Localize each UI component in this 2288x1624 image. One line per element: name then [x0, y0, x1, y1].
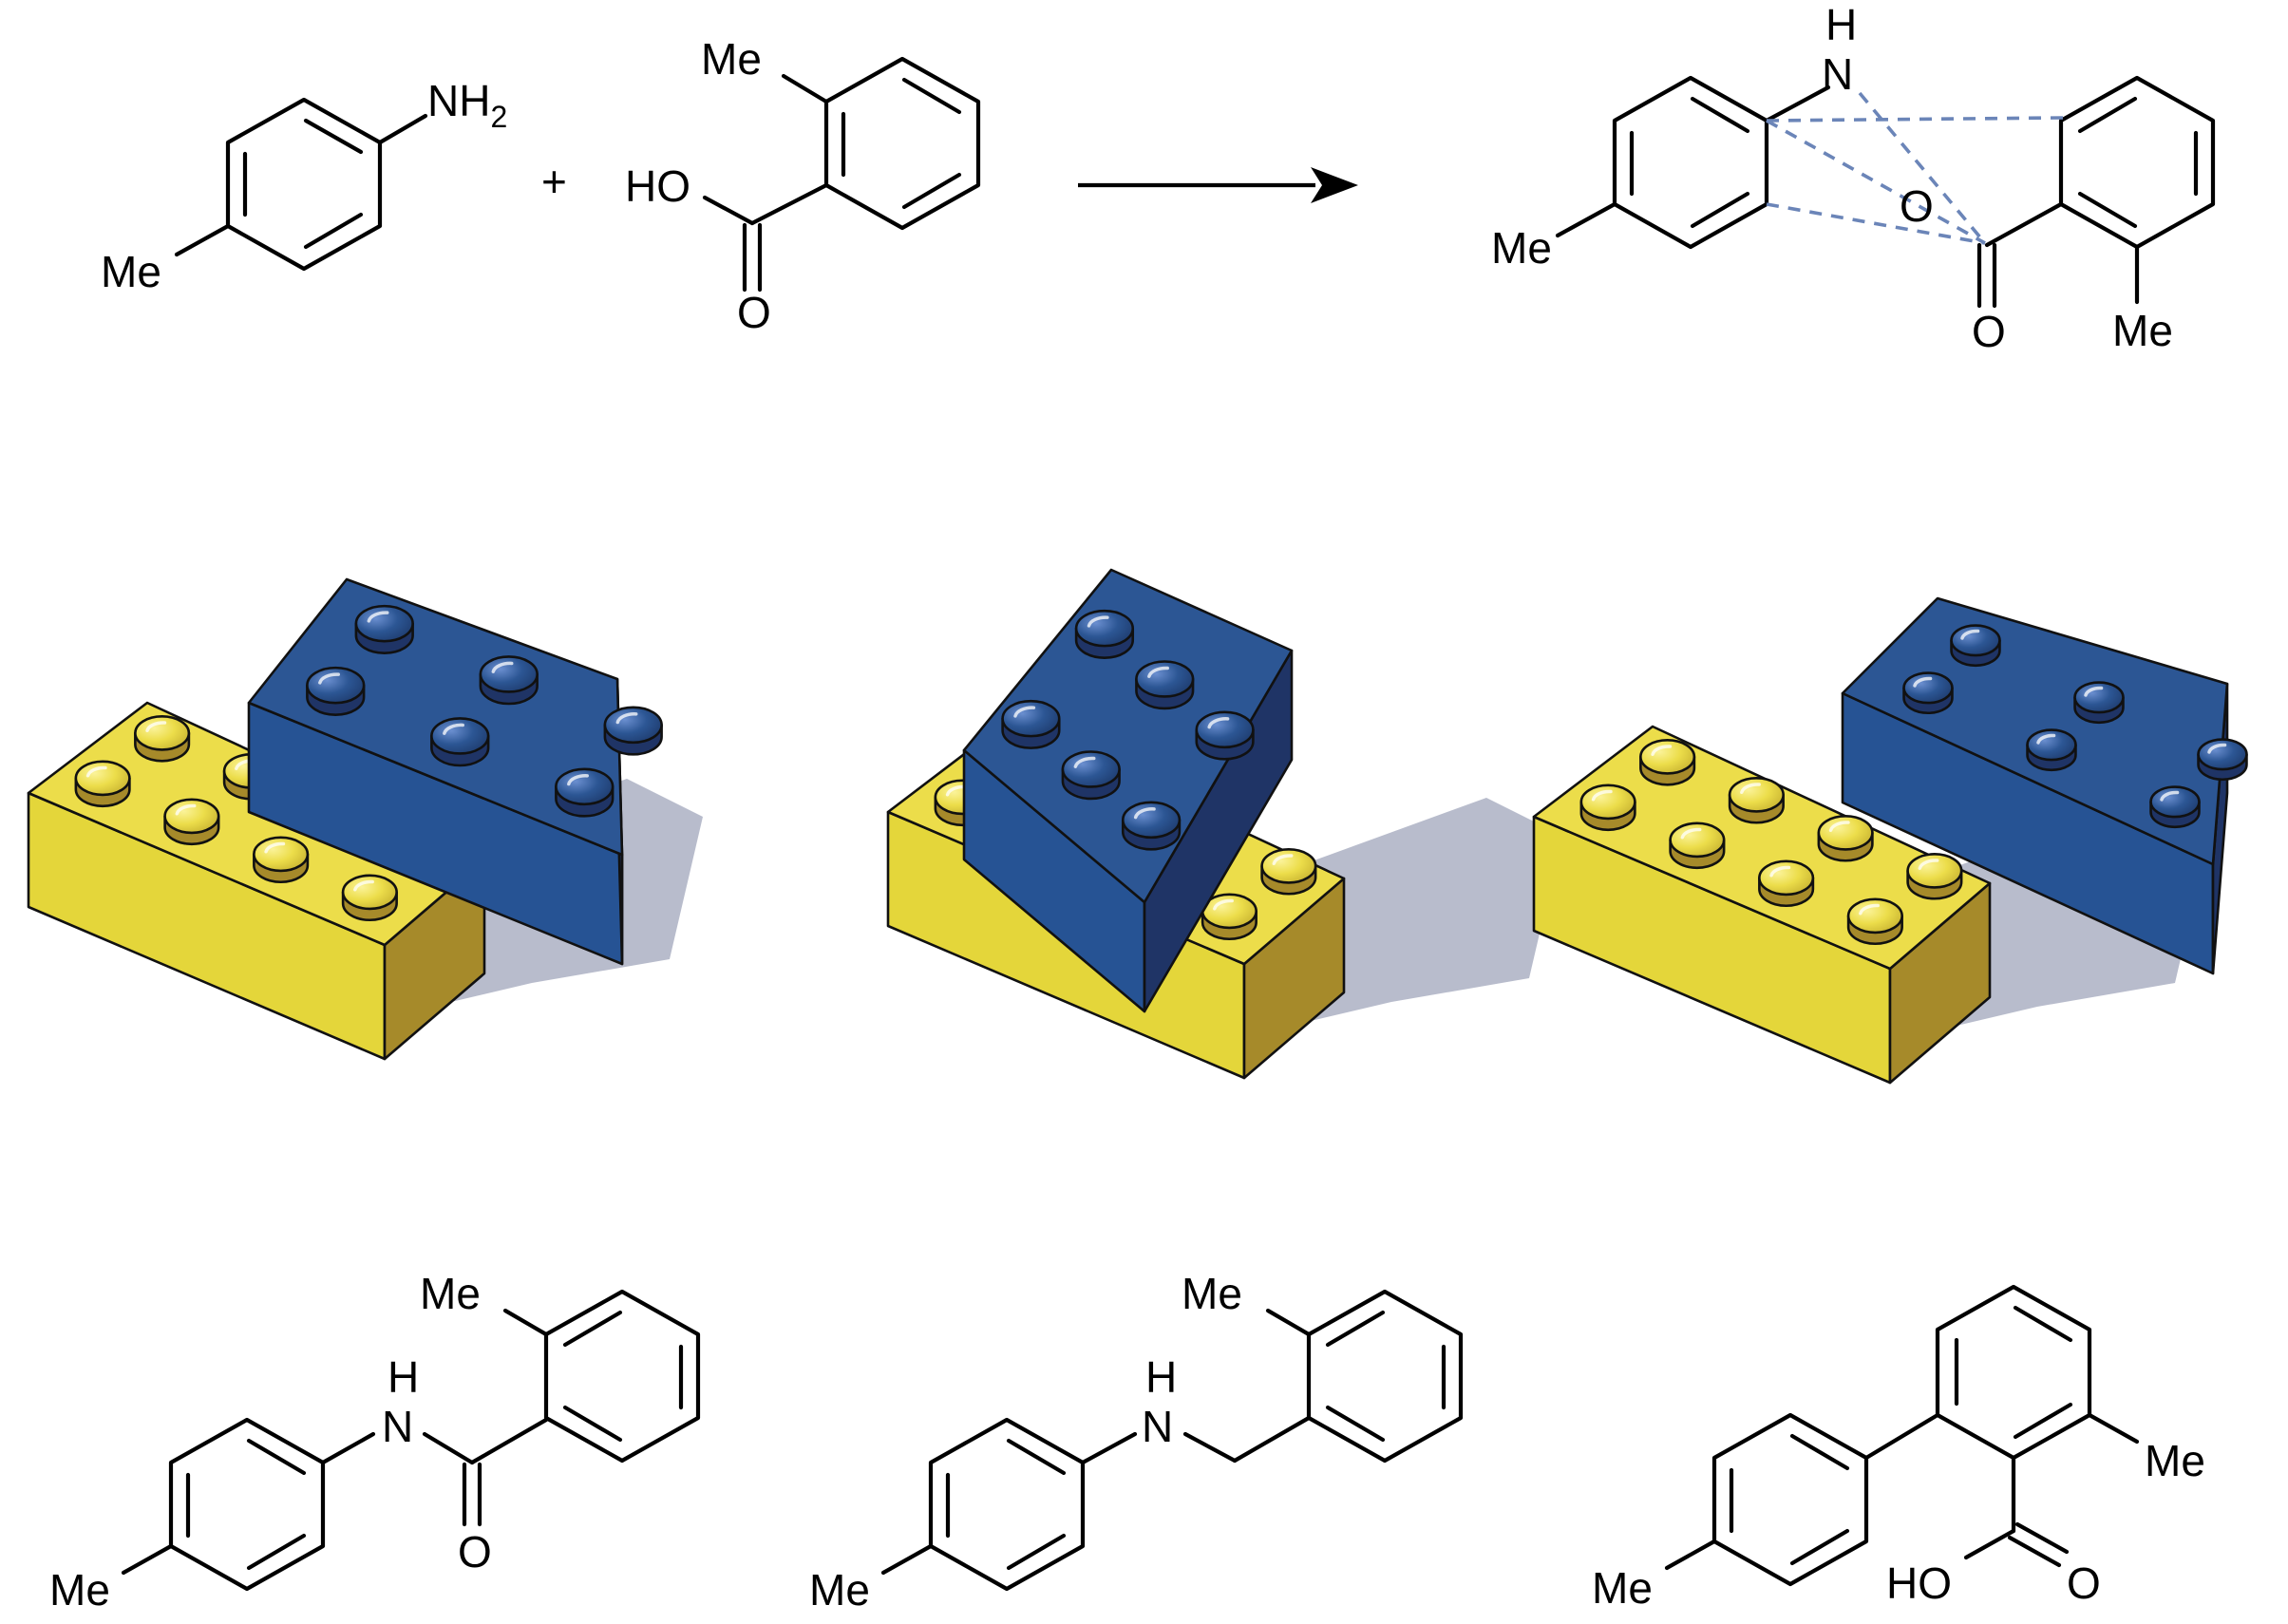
yellow-brick	[27, 701, 486, 1061]
amine-nh2-label: NH2	[427, 76, 507, 134]
yellow-brick	[1532, 725, 1992, 1085]
amine-methyl-label: Me	[101, 247, 161, 296]
biaryl-carbonyl-label: O	[2067, 1558, 2101, 1608]
yellow-brick-stud	[1579, 784, 1636, 832]
yellow-brick-stud	[134, 715, 191, 763]
acid-methyl-label: Me	[701, 34, 762, 84]
blue-brick-stud	[1195, 710, 1255, 761]
blue-brick	[962, 568, 1294, 1013]
blue-brick-stud	[2149, 785, 2201, 829]
acid-carbonyl-label: O	[737, 288, 771, 337]
amine-h-label: H	[1145, 1352, 1177, 1402]
biaryl-methyl-bottom-label: Me	[1592, 1563, 1653, 1613]
blue-brick-stud	[1074, 609, 1135, 659]
blue-brick-stud	[430, 717, 490, 767]
product-h-label: H	[1825, 0, 1857, 49]
amide-h-label: H	[388, 1352, 419, 1402]
yellow-brick-stud	[341, 874, 398, 922]
brick-illustrations	[27, 568, 2248, 1085]
product-n-label: N	[1822, 49, 1853, 99]
yellow-brick-stud	[1846, 897, 1903, 946]
blue-brick-stud	[1121, 801, 1182, 851]
yellow-brick-stud	[253, 836, 310, 884]
product-carbonyl-label: O	[1972, 307, 2006, 356]
amide-methyl-top-label: Me	[420, 1269, 481, 1318]
blue-brick	[247, 577, 663, 966]
biaryl-methyl-right-label: Me	[2145, 1436, 2205, 1485]
blue-brick-top-face	[1841, 596, 2229, 866]
reactant-acid-structure: Me HO O	[625, 34, 981, 337]
blue-brick-stud	[479, 655, 539, 706]
product-oxygen-label: O	[1900, 181, 1934, 231]
yellow-brick-stud	[1728, 777, 1785, 824]
blue-brick-stud	[1902, 671, 1954, 715]
yellow-brick-stud	[1758, 859, 1815, 908]
product-amine-structure: H N Me Me	[809, 1269, 1464, 1615]
blue-brick-stud	[1001, 699, 1061, 749]
yellow-brick-stud	[1639, 739, 1696, 786]
amine-n-label: N	[1142, 1402, 1173, 1451]
amine-methyl-bottom-label: Me	[809, 1565, 870, 1615]
yellow-brick-stud	[1201, 893, 1257, 941]
brick-set-amide	[27, 577, 703, 1061]
brick-set-biaryl	[1532, 596, 2248, 1085]
blue-brick-stud	[1950, 624, 2001, 668]
yellow-brick-stud	[1669, 821, 1726, 870]
amide-methyl-bottom-label: Me	[49, 1565, 110, 1615]
yellow-brick-stud	[1906, 853, 1963, 900]
product-transition-structure: H N O O Me Me	[1491, 0, 2216, 356]
acid-hydroxyl-label: HO	[625, 161, 690, 211]
plus-sign: +	[541, 157, 567, 206]
product-methyl-left-label: Me	[1491, 223, 1552, 273]
blue-brick-stud	[2073, 681, 2125, 725]
blue-brick-stud	[2026, 728, 2077, 772]
product-amide-structure: H N O Me Me	[49, 1269, 701, 1615]
blue-brick-stud	[555, 767, 615, 818]
yellow-brick-stud	[163, 798, 220, 846]
amide-n-label: N	[382, 1402, 413, 1451]
yellow-brick-stud	[74, 760, 131, 808]
blue-brick-stud	[306, 666, 366, 716]
product-methyl-right-label: Me	[2112, 306, 2173, 355]
biaryl-hydroxyl-label: HO	[1886, 1558, 1952, 1608]
product-biaryl-structure: Me HO O Me	[1592, 1284, 2205, 1613]
blue-brick-top-face	[962, 568, 1294, 904]
blue-brick-stud	[1061, 750, 1121, 801]
brick-set-amine	[886, 568, 1562, 1080]
blue-brick-stud	[603, 706, 663, 756]
blue-brick-stud	[1135, 660, 1195, 710]
amide-carbonyl-label: O	[458, 1527, 492, 1577]
blue-brick	[1841, 596, 2248, 975]
blue-brick-top-face	[247, 577, 624, 857]
reaction-arrow	[1078, 167, 1358, 203]
amine-methyl-top-label: Me	[1182, 1269, 1242, 1318]
blue-brick-stud	[354, 604, 414, 654]
yellow-brick-stud	[1817, 815, 1874, 862]
yellow-brick-stud	[1260, 848, 1317, 896]
reactant-amine-structure: NH2 Me	[101, 76, 507, 296]
blue-brick-stud	[2197, 738, 2248, 782]
